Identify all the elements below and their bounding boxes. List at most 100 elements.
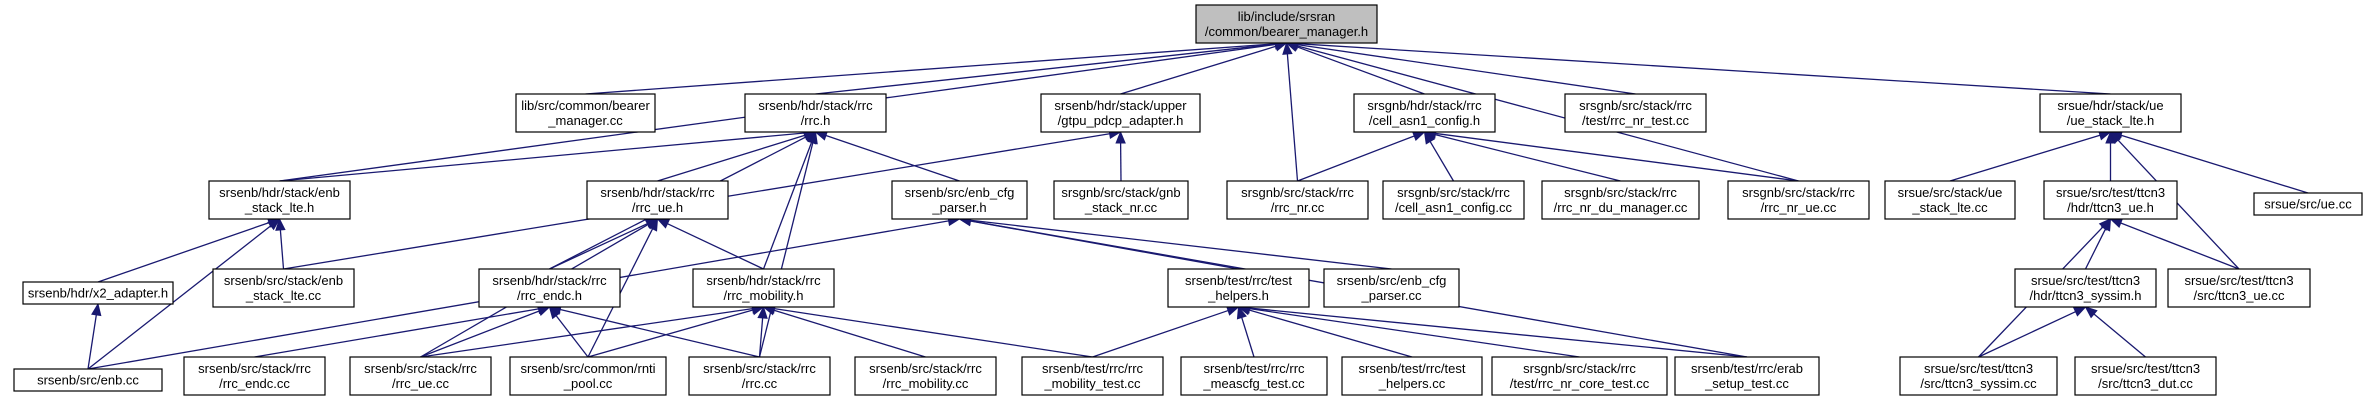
node-label-line: lib/include/srsran bbox=[1238, 9, 1336, 24]
graph-node[interactable]: srsgnb/hdr/stack/rrc/cell_asn1_config.h bbox=[1353, 93, 1496, 133]
graph-node[interactable]: srsenb/src/stack/enb_stack_lte.cc bbox=[212, 268, 355, 308]
node-box bbox=[2043, 180, 2178, 220]
graph-node[interactable]: srsue/hdr/stack/ue/ue_stack_lte.h bbox=[2039, 93, 2182, 133]
graph-node[interactable]: srsenb/src/common/rnti_pool.cc bbox=[509, 356, 667, 396]
graph-node[interactable]: srsenb/hdr/stack/rrc/rrc_mobility.h bbox=[692, 268, 835, 308]
graph-node[interactable]: srsgnb/src/stack/rrc/rrc_nr.cc bbox=[1226, 180, 1369, 220]
dependency-edge bbox=[549, 218, 659, 270]
node-label-line: /rrc_mobility.cc bbox=[883, 376, 969, 391]
node-label-line: srsue/src/test/ttcn3 bbox=[2056, 185, 2165, 200]
edge-line bbox=[1296, 45, 1799, 182]
node-box bbox=[1167, 268, 1310, 308]
node-label-line: _helpers.h bbox=[1207, 288, 1269, 303]
graph-node[interactable]: srsenb/src/enb.cc bbox=[13, 368, 163, 392]
graph-node[interactable]: srsenb/hdr/stack/rrc/rrc.h bbox=[744, 93, 887, 133]
node-box bbox=[509, 356, 667, 396]
graph-node[interactable]: srsgnb/src/stack/rrc/cell_asn1_config.cc bbox=[1382, 180, 1525, 220]
node-label-line: srsgnb/src/stack/rrc bbox=[1742, 185, 1855, 200]
arrowhead bbox=[2109, 131, 2123, 144]
graph-node[interactable]: srsue/src/test/ttcn3/hdr/ttcn3_syssim.h bbox=[2014, 268, 2157, 308]
graph-node[interactable]: srsue/src/test/ttcn3/src/ttcn3_ue.cc bbox=[2167, 268, 2311, 308]
graph-node[interactable]: srsgnb/src/stack/rrc/rrc_nr_du_manager.c… bbox=[1541, 180, 1700, 220]
root-node: lib/include/srsran/common/bearer_manager… bbox=[1195, 4, 1378, 44]
node-box bbox=[1195, 4, 1378, 44]
graph-node[interactable]: srsenb/test/rrc/rrc_meascfg_test.cc bbox=[1180, 356, 1328, 396]
arrowhead bbox=[267, 218, 281, 231]
node-label-line: _parser.h bbox=[931, 200, 986, 215]
node-label-line: /rrc.cc bbox=[742, 376, 778, 391]
dependency-edge bbox=[1978, 306, 2087, 358]
edge-line bbox=[657, 134, 806, 182]
node-label-line: srsue/src/test/ttcn3 bbox=[2091, 361, 2200, 376]
graph-node[interactable]: srsgnb/src/stack/gnb_stack_nr.cc bbox=[1053, 180, 1189, 220]
node-label-line: /hdr/ttcn3_syssim.h bbox=[2030, 288, 2142, 303]
graph-node[interactable]: srsenb/test/rrc/rrc_mobility_test.cc bbox=[1021, 356, 1164, 396]
arrowhead bbox=[2084, 306, 2098, 319]
node-label-line: /rrc_nr.cc bbox=[1271, 200, 1325, 215]
node-box bbox=[1180, 356, 1328, 396]
graph-node[interactable]: srsue/src/test/ttcn3/src/ttcn3_syssim.cc bbox=[1899, 356, 2058, 396]
arrowhead bbox=[91, 302, 102, 317]
graph-node[interactable]: srsue/src/test/ttcn3/hdr/ttcn3_ue.h bbox=[2043, 180, 2178, 220]
graph-node[interactable]: srsenb/src/enb_cfg_parser.h bbox=[891, 180, 1028, 220]
graph-node[interactable]: srsenb/hdr/stack/enb_stack_lte.h bbox=[208, 180, 351, 220]
node-label-line: /cell_asn1_config.cc bbox=[1395, 200, 1513, 215]
graph-node[interactable]: srsue/src/ue.cc bbox=[2253, 192, 2363, 216]
node-label-line: srsenb/src/stack/rrc bbox=[198, 361, 311, 376]
graph-node[interactable]: srsgnb/src/stack/rrc/rrc_nr_ue.cc bbox=[1727, 180, 1870, 220]
graph-node[interactable]: srsenb/src/stack/rrc/rrc_ue.cc bbox=[349, 356, 492, 396]
arrowhead bbox=[2098, 218, 2112, 231]
graph-node[interactable]: lib/src/common/bearer_manager.cc bbox=[515, 93, 656, 133]
graph-node[interactable]: srsgnb/src/stack/rrc/test/rrc_nr_test.cc bbox=[1564, 93, 1707, 133]
edge-line bbox=[2093, 313, 2146, 358]
edge-line bbox=[549, 223, 648, 270]
graph-node[interactable]: srsenb/src/stack/rrc/rrc.cc bbox=[688, 356, 831, 396]
node-box bbox=[2167, 268, 2311, 308]
node-label-line: srsue/src/stack/ue bbox=[1898, 185, 2003, 200]
graph-node[interactable]: srsenb/hdr/x2_adapter.h bbox=[22, 281, 174, 305]
dependency-edge bbox=[1092, 305, 1240, 358]
node-box bbox=[208, 180, 351, 220]
node-label-line: srsenb/src/enb.cc bbox=[37, 373, 139, 388]
edge-line bbox=[1241, 317, 1255, 358]
node-box bbox=[854, 356, 997, 396]
graph-node[interactable]: srsenb/src/enb_cfg_parser.cc bbox=[1323, 268, 1460, 308]
arrowhead bbox=[1282, 41, 1293, 55]
dependency-edge bbox=[585, 38, 1288, 95]
dependency-edge bbox=[814, 130, 960, 182]
graph-node[interactable]: srsgnb/src/stack/rrc/test/rrc_nr_core_te… bbox=[1491, 356, 1668, 396]
node-label-line: /rrc_ue.h bbox=[632, 200, 683, 215]
node-box bbox=[1341, 356, 1483, 396]
dependency-edge bbox=[758, 130, 818, 358]
node-label-line: /cell_asn1_config.h bbox=[1369, 113, 1480, 128]
graph-node[interactable]: srsue/src/test/ttcn3/src/ttcn3_dut.cc bbox=[2074, 356, 2217, 396]
dependency-edge bbox=[548, 304, 760, 358]
dependency-edge bbox=[1282, 41, 1299, 182]
node-label-line: srsenb/src/stack/rrc bbox=[869, 361, 982, 376]
graph-node[interactable]: srsue/src/stack/ue_stack_lte.cc bbox=[1884, 180, 2016, 220]
graph-node[interactable]: srsenb/hdr/stack/rrc/rrc_ue.h bbox=[586, 180, 729, 220]
graph-node[interactable]: srsenb/src/stack/rrc/rrc_mobility.cc bbox=[854, 356, 997, 396]
node-label-line: srsenb/hdr/stack/rrc bbox=[706, 273, 821, 288]
node-label-line: _helpers.cc bbox=[1378, 376, 1446, 391]
graph-node[interactable]: srsenb/src/stack/rrc/rrc_endc.cc bbox=[183, 356, 326, 396]
dependency-edge bbox=[420, 306, 551, 358]
arrowhead bbox=[1411, 131, 1426, 142]
node-box bbox=[2253, 192, 2363, 216]
node-box bbox=[2014, 268, 2157, 308]
arrowhead bbox=[1115, 130, 1126, 144]
edge-line bbox=[815, 43, 1276, 95]
dependency-edge bbox=[1237, 302, 1748, 358]
node-label-line: srsue/src/ue.cc bbox=[2264, 197, 2352, 212]
graph-node[interactable]: srsenb/hdr/stack/rrc/rrc_endc.h bbox=[478, 268, 621, 308]
graph-node[interactable]: srsenb/test/rrc/erab_setup_test.cc bbox=[1674, 356, 1820, 396]
node-label-line: _stack_nr.cc bbox=[1084, 200, 1158, 215]
node-label-line: /test/rrc_nr_core_test.cc bbox=[1510, 376, 1650, 391]
node-box bbox=[1323, 268, 1460, 308]
graph-node[interactable]: srsenb/test/rrc/test_helpers.cc bbox=[1341, 356, 1483, 396]
edge-line bbox=[1249, 307, 1580, 358]
graph-node[interactable]: srsenb/test/rrc/test_helpers.h bbox=[1167, 268, 1310, 308]
node-box bbox=[1727, 180, 1870, 220]
graph-node[interactable]: srsenb/hdr/stack/upper/gtpu_pdcp_adapter… bbox=[1040, 93, 1201, 133]
node-box bbox=[183, 356, 326, 396]
